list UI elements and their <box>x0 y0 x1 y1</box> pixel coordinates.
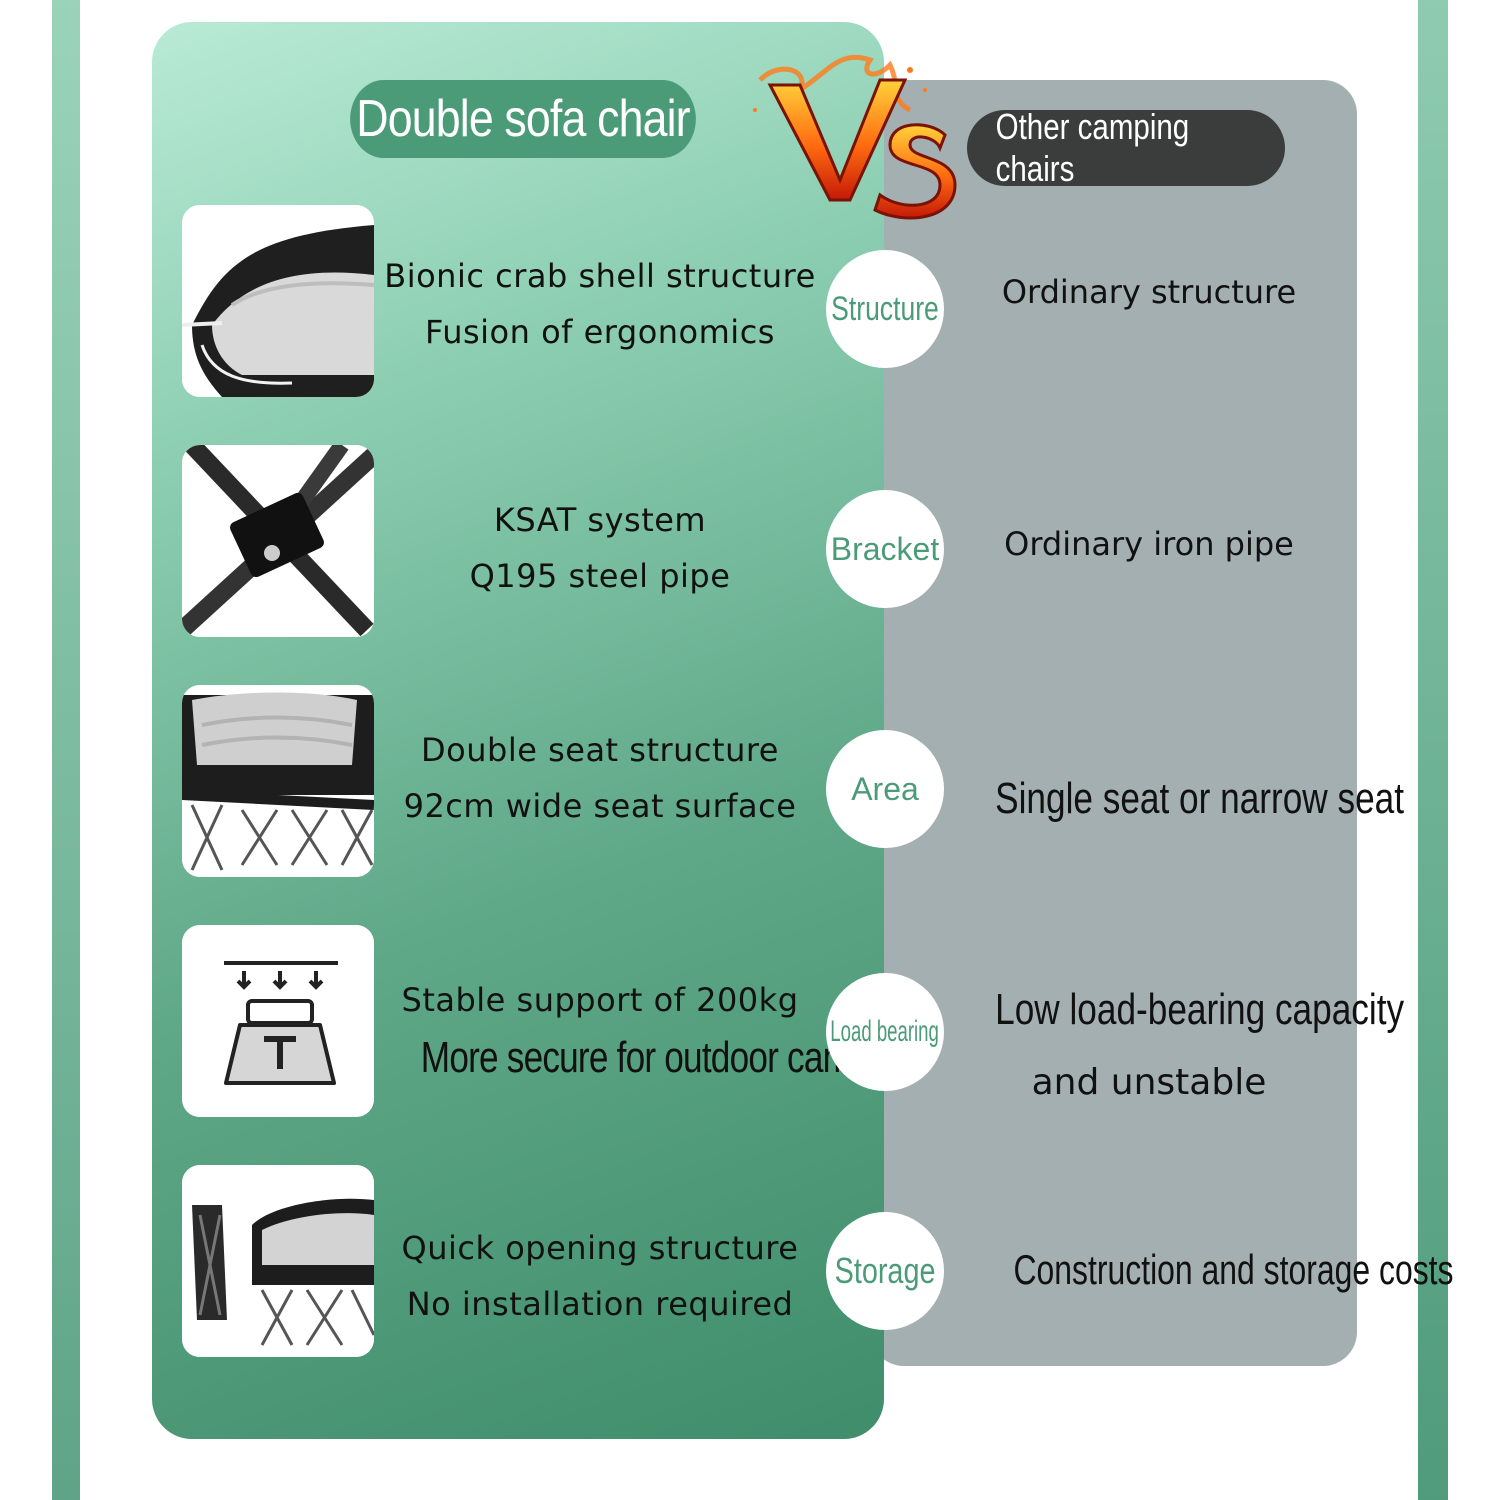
badge-bracket: Bracket <box>826 490 944 608</box>
row-2-left-text: KSAT system Q195 steel pipe <box>469 501 731 595</box>
row-3-right-text: Single seat or narrow seat <box>995 774 1405 823</box>
folded-chair-shell-photo <box>182 205 374 397</box>
other-chairs-panel <box>870 80 1357 1366</box>
row-4-right-text: Low load-bearing capacity and unstable <box>995 985 1405 1103</box>
steel-pipe-joint-photo <box>182 445 374 637</box>
badge-structure: Structure <box>826 250 944 368</box>
vs-flame-icon <box>740 40 970 230</box>
row-5-left-text: Quick opening structure No installation … <box>401 1229 799 1323</box>
row-1-right-text: Ordinary structure <box>1001 273 1297 311</box>
row-1-left-text: Bionic crab shell structure Fusion of er… <box>384 257 816 351</box>
right-frame-stripe <box>1418 0 1448 1500</box>
folding-chair-photo <box>182 1165 374 1357</box>
badge-load-bearing: Load bearing <box>826 973 944 1091</box>
row-4-left-text: Stable support of 200kg More secure for … <box>401 981 916 1082</box>
row-3-left-text: Double seat structure 92cm wide seat sur… <box>403 731 797 825</box>
row-5-right-text: Construction and storage costs <box>1013 1246 1454 1293</box>
double-seat-chair-photo <box>182 685 374 877</box>
left-frame-stripe <box>52 0 80 1500</box>
badge-storage: Storage <box>826 1212 944 1330</box>
right-title-pill: Other camping chairs <box>967 106 1285 189</box>
badge-area: Area <box>826 730 944 848</box>
row-2-right-text: Ordinary iron pipe <box>1004 525 1294 563</box>
left-title-pill: Double sofa chair <box>350 80 696 158</box>
load-weight-icon <box>182 925 374 1117</box>
